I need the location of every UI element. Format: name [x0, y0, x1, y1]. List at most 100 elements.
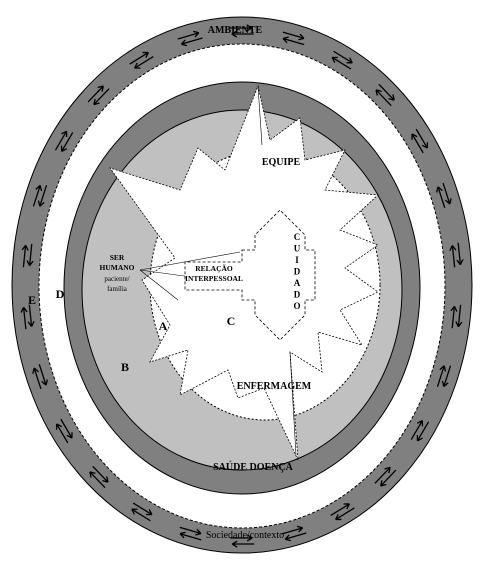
track-arrow-pair	[179, 526, 202, 541]
arrow-forward	[177, 30, 200, 40]
ambiente-label: AMBIENTE	[208, 25, 263, 36]
track-arrow-pair	[89, 465, 109, 489]
arrow-backward	[180, 37, 203, 47]
guide-line-1	[139, 251, 241, 271]
track-arrow-pair	[374, 466, 397, 487]
arrow-backward	[60, 418, 73, 439]
track-arrow-pair	[436, 365, 452, 388]
arrow-forward	[32, 184, 43, 207]
arrow-forward	[380, 469, 397, 487]
arrow-backward	[410, 419, 424, 440]
arrow-backward	[281, 525, 304, 535]
arrow-backward	[449, 245, 457, 268]
guide-line-3	[139, 269, 179, 301]
arrow-forward	[229, 24, 253, 32]
arrow-forward	[129, 51, 149, 65]
arrow-backward	[37, 185, 48, 207]
track-arrow-pair	[20, 304, 35, 330]
arrow-forward	[455, 304, 463, 328]
relacao-line2: INTERPESSOAL	[185, 274, 243, 283]
track-arrow-pair	[177, 30, 203, 47]
arrow-backward	[134, 55, 154, 69]
ser-humano-line1: SER	[110, 253, 125, 262]
letter-c: C	[227, 314, 236, 328]
arrow-backward	[93, 88, 110, 106]
cuidado-letter: U	[294, 244, 301, 254]
relacao-line1: RELAÇÃO	[195, 264, 233, 273]
track-arrow-pair	[282, 31, 305, 46]
track-arrow-pair	[281, 525, 307, 542]
track-arrow-pair	[230, 534, 255, 548]
arrow-backward	[450, 305, 458, 329]
arrow-forward	[32, 367, 42, 390]
arrow-forward	[131, 508, 151, 522]
track-arrow-pair	[32, 184, 48, 207]
arrow-backward	[38, 364, 48, 386]
saude-doenca-label: SAÚDE DOENÇA	[213, 461, 294, 473]
track-arrow-pair	[131, 502, 153, 522]
cuidado-letter: C	[294, 232, 301, 242]
ser-humano-line2: HUMANO	[100, 263, 135, 272]
track-arrow-pair	[411, 128, 429, 154]
arrow-backward	[374, 466, 391, 484]
arrow-forward	[21, 244, 29, 268]
guide-line-5	[289, 351, 297, 456]
arrow-backward	[92, 465, 109, 483]
track-arrow-pair	[87, 85, 110, 106]
arrow-backward	[375, 89, 392, 107]
arrow-backward	[60, 132, 74, 153]
sociedade-label: Sociedade/contexto	[206, 530, 284, 541]
arrow-forward	[231, 540, 255, 548]
arrow-forward	[284, 532, 307, 542]
track-arrow-pair	[410, 419, 430, 442]
arrow-backward	[230, 534, 253, 542]
arrow-backward	[132, 502, 153, 516]
arrow-forward	[441, 365, 452, 388]
arrow-forward	[54, 130, 68, 151]
arrow-backward	[282, 36, 305, 46]
arrow-backward	[231, 30, 254, 38]
arrow-backward	[411, 133, 424, 154]
arrow-backward	[27, 304, 35, 327]
cuidado-letter: O	[293, 301, 300, 311]
equipe-label: EQUIPE	[262, 157, 301, 168]
arrow-group	[20, 24, 464, 548]
track-arrow-pair	[436, 182, 452, 208]
arrow-backward	[26, 243, 34, 267]
arrow-forward	[378, 83, 395, 101]
enfermagem-label: ENFERMAGEM	[237, 381, 312, 392]
letter-b: B	[121, 360, 129, 374]
letter-e: E	[28, 293, 36, 307]
arrow-forward	[442, 182, 452, 205]
track-arrow-pair	[32, 364, 48, 390]
arrow-forward	[55, 423, 69, 444]
arrow-backward	[331, 56, 352, 70]
cuidado-letter: A	[294, 278, 301, 288]
arrow-backward	[179, 526, 202, 536]
arrow-forward	[179, 531, 202, 541]
arrow-forward	[456, 242, 464, 266]
track-arrow-pair	[54, 130, 74, 153]
track-arrow-pair	[129, 51, 154, 69]
track-arrow-pair	[331, 50, 353, 70]
arrow-forward	[416, 421, 430, 442]
ser-humano-line3: paciente/	[104, 275, 129, 283]
arrow-forward	[335, 507, 355, 521]
arrow-backward	[436, 365, 447, 387]
arrow-forward	[282, 31, 305, 41]
arrow-forward	[415, 128, 429, 149]
track-arrow-pair	[450, 304, 463, 329]
letter-a: A	[159, 319, 168, 333]
cuidado-letter: D	[294, 267, 301, 277]
arrow-forward	[20, 306, 28, 330]
arrow-forward	[89, 471, 106, 489]
ser-humano-line4: família	[107, 285, 128, 293]
relacao-cuidado-arrow	[184, 209, 316, 341]
track-arrow-pair	[21, 243, 34, 268]
track-arrow-pair	[55, 418, 73, 444]
track-arrow-pair	[229, 24, 254, 38]
arrow-forward	[333, 50, 353, 64]
track-arrow-pair	[330, 503, 355, 521]
